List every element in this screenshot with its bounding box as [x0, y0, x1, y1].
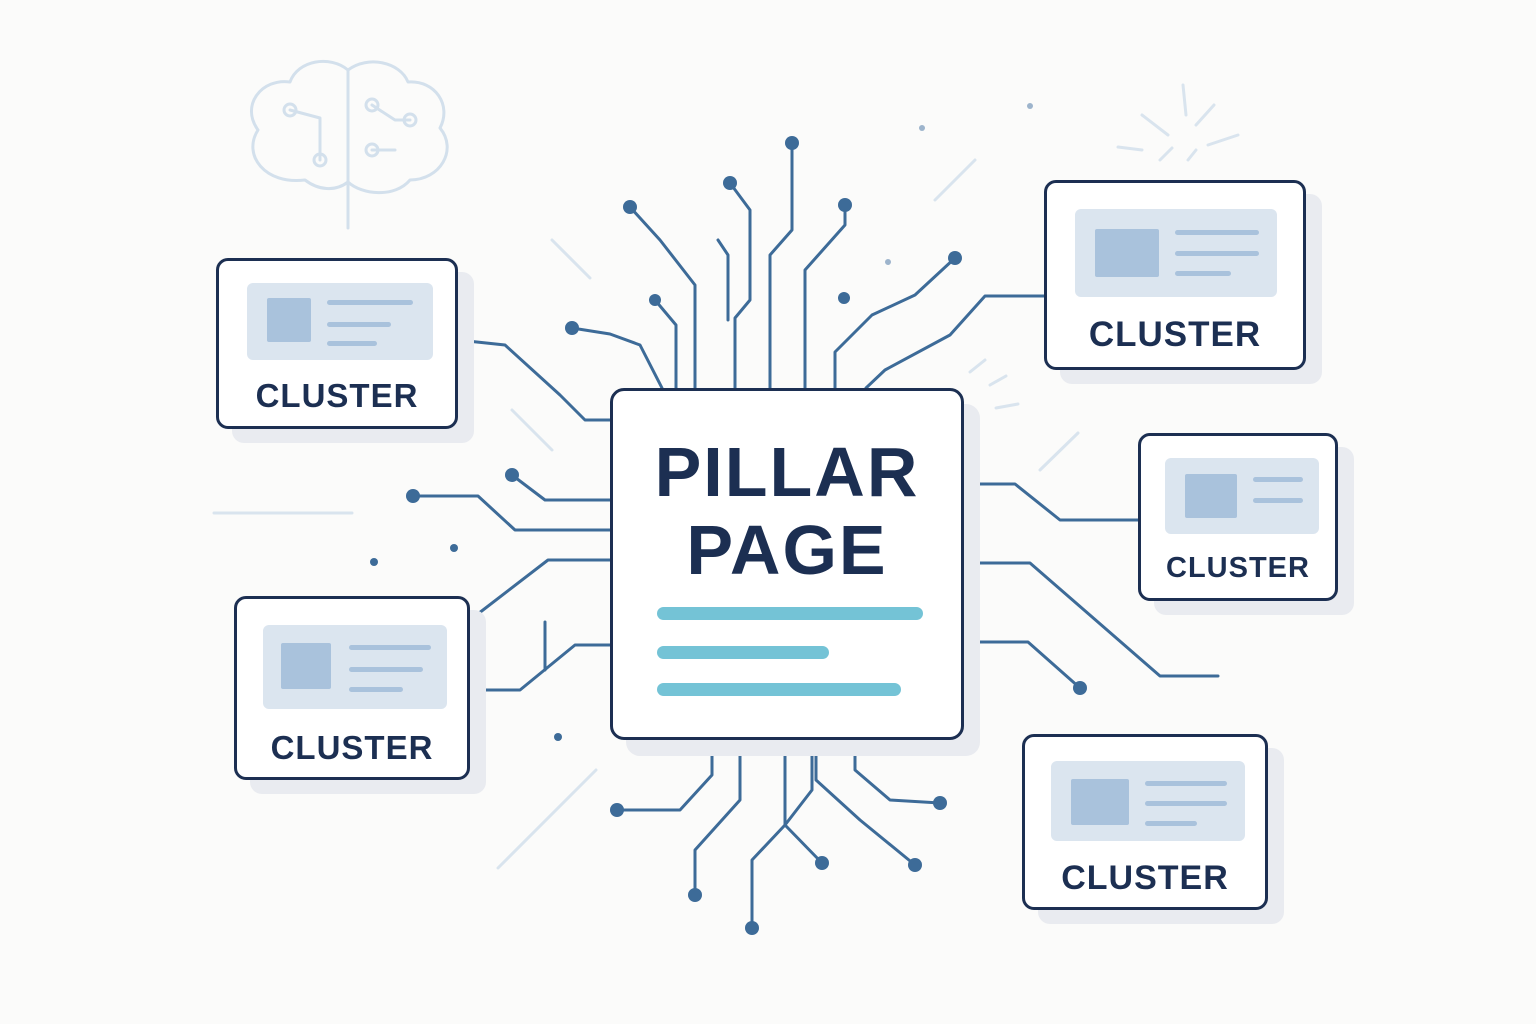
thumbnail-line: [1145, 801, 1227, 806]
pillar-page-card: PILLAR PAGE: [610, 388, 964, 740]
thumbnail-line: [1145, 781, 1227, 786]
cluster-label: CLUSTER: [1088, 315, 1262, 354]
thumbnail-line: [1175, 230, 1259, 235]
cluster-label: CLUSTER: [270, 729, 434, 766]
thumbnail-line: [349, 667, 423, 672]
thumbnail-line: [349, 687, 403, 692]
pillar-text-line: [657, 607, 923, 620]
decorative-dashes: [212, 83, 1240, 870]
cluster-thumbnail: [1165, 458, 1319, 534]
cluster-thumbnail: [263, 625, 447, 709]
decorative-dots: [885, 103, 1033, 265]
thumbnail-line: [327, 300, 413, 305]
pillar-text-line: [657, 646, 829, 659]
cluster-card-mid-left: CLUSTER: [234, 596, 470, 780]
cluster-card-bottom-right: CLUSTER: [1022, 734, 1268, 910]
thumbnail-image: [281, 643, 331, 689]
thumbnail-image: [1095, 229, 1159, 277]
cluster-label: CLUSTER: [255, 377, 419, 414]
thumbnail-image: [1071, 779, 1129, 825]
cluster-thumbnail: [1075, 209, 1277, 297]
thumbnail-line: [327, 341, 377, 346]
circuit-nodes: [370, 136, 1087, 935]
cluster-thumbnail: [1051, 761, 1245, 841]
cluster-card-top-right: CLUSTER: [1044, 180, 1306, 370]
thumbnail-line: [327, 322, 391, 327]
pillar-title-line2: PAGE: [686, 511, 888, 589]
thumbnail-line: [1145, 821, 1197, 826]
cluster-label: CLUSTER: [1166, 552, 1310, 584]
thumbnail-image: [267, 298, 311, 342]
cluster-label: CLUSTER: [1061, 859, 1229, 897]
circuit-traces: [411, 141, 1220, 930]
thumbnail-line: [1175, 271, 1231, 276]
thumbnail-line: [349, 645, 431, 650]
cluster-thumbnail: [247, 283, 433, 360]
thumbnail-line: [1175, 251, 1259, 256]
thumbnail-line: [1253, 498, 1303, 503]
thumbnail-line: [1253, 477, 1303, 482]
cluster-card-top-left: CLUSTER: [216, 258, 458, 429]
pillar-title-line1: PILLAR: [654, 433, 920, 511]
pillar-text-line: [657, 683, 901, 696]
thumbnail-image: [1185, 474, 1237, 518]
brain-icon: [250, 60, 449, 230]
cluster-card-mid-right: CLUSTER: [1138, 433, 1338, 601]
